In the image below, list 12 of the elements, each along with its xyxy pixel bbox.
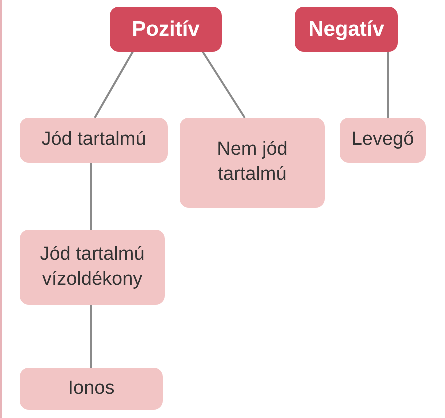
connector-line bbox=[90, 163, 92, 230]
connector-line bbox=[387, 52, 389, 118]
item-box: Levegő bbox=[340, 118, 426, 163]
connector-line bbox=[90, 305, 92, 368]
item-box: Jód tartalmú vízoldékony bbox=[20, 230, 165, 305]
category-box: Negatív bbox=[295, 7, 398, 52]
connector-line bbox=[202, 51, 246, 119]
connector-line bbox=[94, 52, 134, 118]
category-box: Pozitív bbox=[110, 7, 222, 52]
item-box: Ionos bbox=[20, 368, 163, 410]
item-box: Jód tartalmú bbox=[20, 118, 168, 163]
item-box: Nem jód tartalmú bbox=[180, 118, 325, 208]
